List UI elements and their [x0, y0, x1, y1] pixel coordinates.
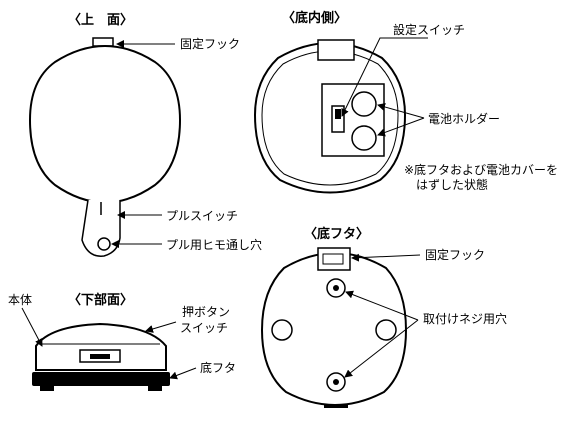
leader-mount-hole-upper	[345, 290, 419, 321]
lock-hook-top	[92, 37, 114, 47]
setting-switch-knob	[335, 109, 341, 119]
side-boss-left	[271, 319, 293, 341]
battery-holder-1	[351, 91, 377, 117]
inside-note-line1: ※底フタおよび電池カバーを	[404, 162, 558, 177]
bottom-lid-notch	[324, 404, 348, 408]
label-strap-hole: プル用ヒモ通し穴	[166, 237, 262, 252]
label-lock-hook-bottom: 固定フック	[425, 247, 485, 262]
label-bottom-lid-side: 底フタ	[200, 360, 236, 375]
leader-push-switch	[145, 321, 177, 333]
bottom-lid-hook	[322, 253, 344, 265]
bottom-lid-side	[32, 372, 170, 386]
lower-view: 〈下部面〉 本体 押ボタン スイッチ 底フタ	[8, 292, 236, 391]
label-mount-hole: 取付けネジ用穴	[423, 311, 507, 326]
lower-body-outline	[35, 322, 167, 371]
label-lock-hook-top: 固定フック	[180, 36, 240, 51]
inside-bottom-view: 〈底内側〉 設定スイッチ 電池ホルダー ※底フタおよび電池カバーを はずした状態	[253, 10, 558, 194]
inside-inner-rim	[261, 50, 399, 186]
bottom-lid-outline	[260, 252, 408, 406]
mount-hole-lower-center	[333, 379, 339, 385]
leader-battery-holder-1	[377, 103, 425, 119]
side-boss-right	[375, 319, 397, 341]
inside-hook-slot	[317, 39, 355, 61]
label-push-switch-1: 押ボタン	[182, 305, 230, 319]
lower-view-title: 〈下部面〉	[68, 292, 133, 308]
strap-hole	[97, 237, 111, 251]
label-setting-switch: 設定スイッチ	[393, 22, 465, 37]
body-outline-top	[28, 45, 182, 204]
push-switch-slot	[90, 354, 110, 359]
top-view-title: 〈上 面〉	[68, 12, 133, 28]
leader-lock-hook-bottom	[351, 253, 421, 262]
battery-holder-2	[351, 125, 377, 151]
foot-right	[148, 386, 162, 391]
mount-hole-upper-center	[333, 285, 339, 291]
inside-bottom-title: 〈底内側〉	[282, 10, 347, 26]
foot-left	[40, 386, 54, 391]
leader-setting-switch	[341, 37, 428, 117]
leader-battery-holder-2	[377, 117, 425, 137]
top-view: 〈上 面〉 固定フック プルスイッチ プル用ヒモ通し穴	[28, 12, 262, 257]
leader-body	[21, 307, 43, 347]
bottom-lid-view: 〈底フタ〉 固定フック 取付けネジ用穴	[260, 226, 507, 408]
leader-mount-hole-lower	[344, 319, 419, 378]
label-push-switch-2: スイッチ	[180, 321, 228, 335]
label-battery-holder: 電池ホルダー	[428, 111, 500, 126]
inside-note-line2: はずした状態	[416, 177, 488, 192]
leader-bottom-lid-side	[169, 367, 197, 380]
bottom-lid-title: 〈底フタ〉	[304, 226, 369, 242]
label-pull-switch: プルスイッチ	[166, 209, 238, 223]
label-body: 本体	[8, 293, 32, 307]
